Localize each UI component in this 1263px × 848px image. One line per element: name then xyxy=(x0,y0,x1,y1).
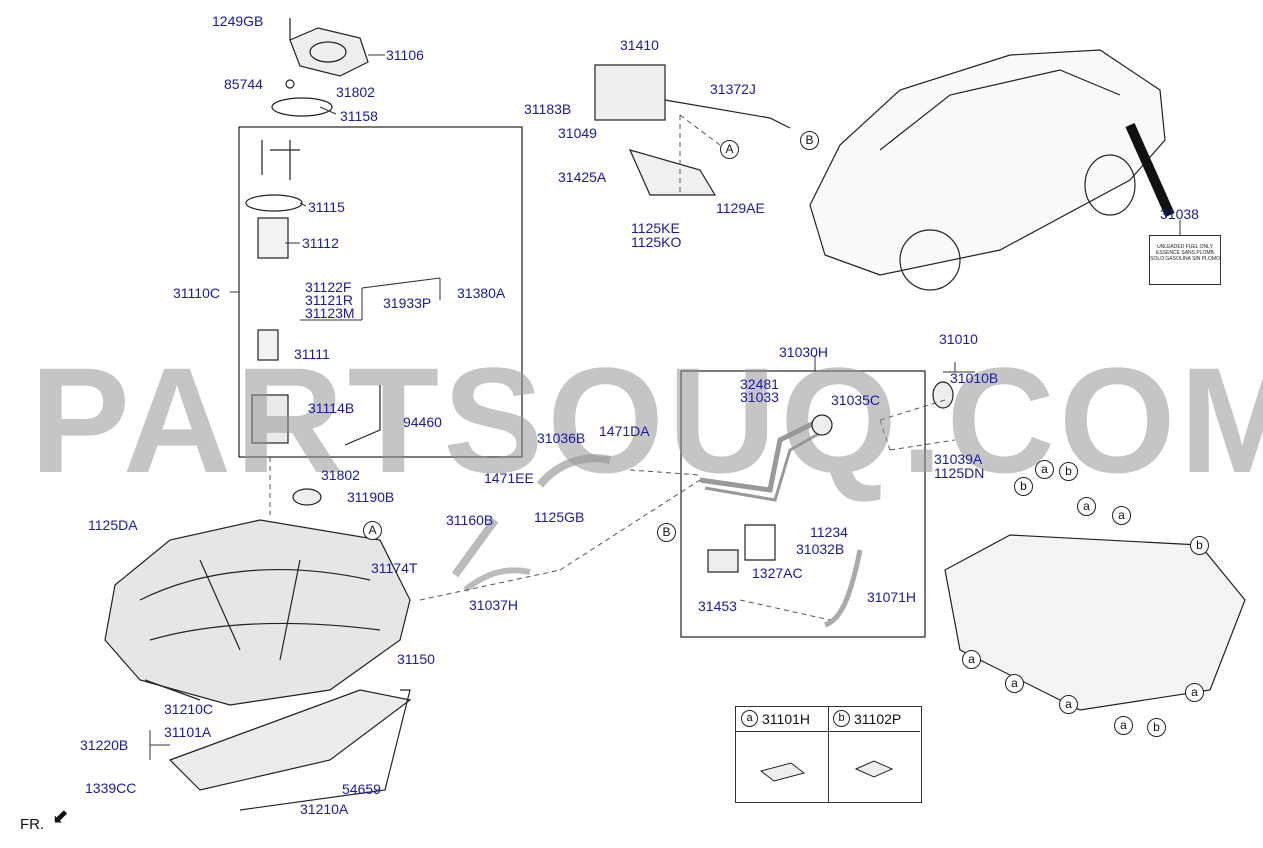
part-callout-1471EE[interactable]: 1471EE xyxy=(484,470,534,486)
part-callout-31071H[interactable]: 31071H xyxy=(867,589,917,605)
ref-marker-b: b xyxy=(1147,718,1166,737)
part-callout-1125GB[interactable]: 1125GB xyxy=(534,509,585,525)
ref-marker-b: b xyxy=(1190,536,1209,555)
part-callout-31453[interactable]: 31453 xyxy=(698,598,737,614)
part-callout-31038[interactable]: 31038 xyxy=(1160,206,1199,222)
ref-marker-a: a xyxy=(962,650,981,669)
legend-cell-b: b 31102P xyxy=(828,707,920,732)
under-shield xyxy=(168,689,412,791)
part-callout-31160B[interactable]: 31160B xyxy=(446,512,494,528)
fuel-label-line: SOLO GASOLINA SIN PLOMO xyxy=(1150,256,1220,262)
vehicle-outline xyxy=(809,49,1166,276)
part-callout-31190B[interactable]: 31190B xyxy=(347,489,395,505)
part-callout-31101A[interactable]: 31101A xyxy=(164,724,212,740)
floor-panel xyxy=(944,534,1246,711)
ref-marker-a: a xyxy=(1114,716,1133,735)
part-callout-31220B[interactable]: 31220B xyxy=(80,737,129,753)
ref-marker-B: B xyxy=(800,131,819,150)
part-callout-31115[interactable]: 31115 xyxy=(308,199,345,215)
legend-divider xyxy=(828,731,829,802)
part-callout-31210A[interactable]: 31210A xyxy=(300,801,349,817)
legend-part-b[interactable]: 31102P xyxy=(854,711,902,727)
part-callout-1471DA[interactable]: 1471DA xyxy=(599,423,650,439)
part-callout-1129AE[interactable]: 1129AE xyxy=(716,200,765,216)
part-callout-85744[interactable]: 85744 xyxy=(224,76,263,92)
part-callout-1125KE[interactable]: 1125KE xyxy=(631,220,680,236)
gasket-ring xyxy=(271,97,333,117)
part-callout-31110C[interactable]: 31110C xyxy=(173,285,220,301)
fuel-label-line: ESSENCE SANS PLOMB xyxy=(1156,250,1214,256)
part-callout-1327AC[interactable]: 1327AC xyxy=(752,565,803,581)
part-callout-31121R[interactable]: 31121R xyxy=(305,292,354,308)
ref-marker-a: a xyxy=(1035,460,1054,479)
legend-cell-a: a 31101H xyxy=(736,707,829,732)
part-callout-31210C[interactable]: 31210C xyxy=(164,701,214,717)
part-callout-31174T[interactable]: 31174T xyxy=(371,560,418,576)
ref-marker-b: b xyxy=(1059,462,1078,481)
part-callout-31112[interactable]: 31112 xyxy=(302,235,339,251)
part-callout-31802-top[interactable]: 31802 xyxy=(336,84,375,100)
legend-part-a[interactable]: 31101H xyxy=(762,711,811,727)
ref-marker-a: a xyxy=(1077,497,1096,516)
legend-code-b: b xyxy=(833,710,850,727)
filler-assembly-frame xyxy=(680,370,926,638)
part-callout-31380A[interactable]: 31380A xyxy=(457,285,506,301)
part-callout-1249GB[interactable]: 1249GB xyxy=(212,13,264,29)
part-callout-31035C[interactable]: 31035C xyxy=(831,392,881,408)
legend-pad-icons xyxy=(759,760,894,782)
part-callout-1125DN[interactable]: 1125DN xyxy=(934,465,985,481)
part-callout-32481[interactable]: 32481 xyxy=(740,376,779,392)
part-callout-11234[interactable]: 11234 xyxy=(810,524,848,540)
part-callout-31039A[interactable]: 31039A xyxy=(934,451,983,467)
ref-marker-A: A xyxy=(720,140,739,159)
ref-marker-a: a xyxy=(1185,683,1204,702)
front-direction-label: FR. ⬋ xyxy=(20,806,69,833)
part-callout-31183B[interactable]: 31183B xyxy=(524,101,572,117)
fuel-tank xyxy=(104,519,411,706)
cover-plate xyxy=(289,27,369,77)
part-callout-31372J[interactable]: 31372J xyxy=(710,81,756,97)
legend-code-a: a xyxy=(741,710,758,727)
parts-legend-table: a 31101H b 31102P xyxy=(735,706,922,803)
part-callout-31158[interactable]: 31158 xyxy=(340,108,378,124)
part-callout-31010[interactable]: 31010 xyxy=(939,331,978,347)
part-callout-1339CC[interactable]: 1339CC xyxy=(85,780,137,796)
part-callout-31111[interactable]: 31111 xyxy=(294,346,330,362)
ref-marker-a: a xyxy=(1005,674,1024,693)
part-callout-31410[interactable]: 31410 xyxy=(620,37,659,53)
part-callout-31123M[interactable]: 31123M xyxy=(305,305,355,321)
part-callout-31425A[interactable]: 31425A xyxy=(558,169,607,185)
ref-marker-b: b xyxy=(1014,477,1033,496)
front-label-text: FR. xyxy=(20,816,45,833)
part-callout-31802-mid[interactable]: 31802 xyxy=(321,467,360,483)
part-callout-31010B[interactable]: 31010B xyxy=(950,370,999,386)
part-callout-31049[interactable]: 31049 xyxy=(558,125,597,141)
part-callout-31036B[interactable]: 31036B xyxy=(537,430,586,446)
part-callout-94460[interactable]: 94460 xyxy=(403,414,442,430)
part-callout-54659[interactable]: 54659 xyxy=(342,781,381,797)
part-callout-1125DA[interactable]: 1125DA xyxy=(88,517,138,533)
part-callout-31030H[interactable]: 31030H xyxy=(779,344,829,360)
part-callout-31033[interactable]: 31033 xyxy=(740,389,779,405)
fuel-label-line: UNLEADED FUEL ONLY xyxy=(1157,244,1213,250)
front-arrow-icon: ⬋ xyxy=(52,806,69,828)
canister xyxy=(594,64,666,121)
part-callout-31150[interactable]: 31150 xyxy=(397,651,435,667)
part-callout-1125KO[interactable]: 1125KO xyxy=(631,234,682,250)
part-callout-31933P[interactable]: 31933P xyxy=(383,295,432,311)
part-callout-31037H[interactable]: 31037H xyxy=(469,597,519,613)
part-callout-31106[interactable]: 31106 xyxy=(386,47,424,63)
ref-marker-a: a xyxy=(1059,695,1078,714)
ref-marker-A: A xyxy=(363,521,382,540)
fuel-label-sticker: UNLEADED FUEL ONLY ESSENCE SANS PLOMB SO… xyxy=(1149,235,1221,285)
part-callout-31114B[interactable]: 31114B xyxy=(308,400,355,416)
part-callout-31032B[interactable]: 31032B xyxy=(796,541,845,557)
ref-marker-B: B xyxy=(657,523,676,542)
ref-marker-a: a xyxy=(1112,506,1131,525)
part-callout-31122F[interactable]: 31122F xyxy=(305,279,352,295)
